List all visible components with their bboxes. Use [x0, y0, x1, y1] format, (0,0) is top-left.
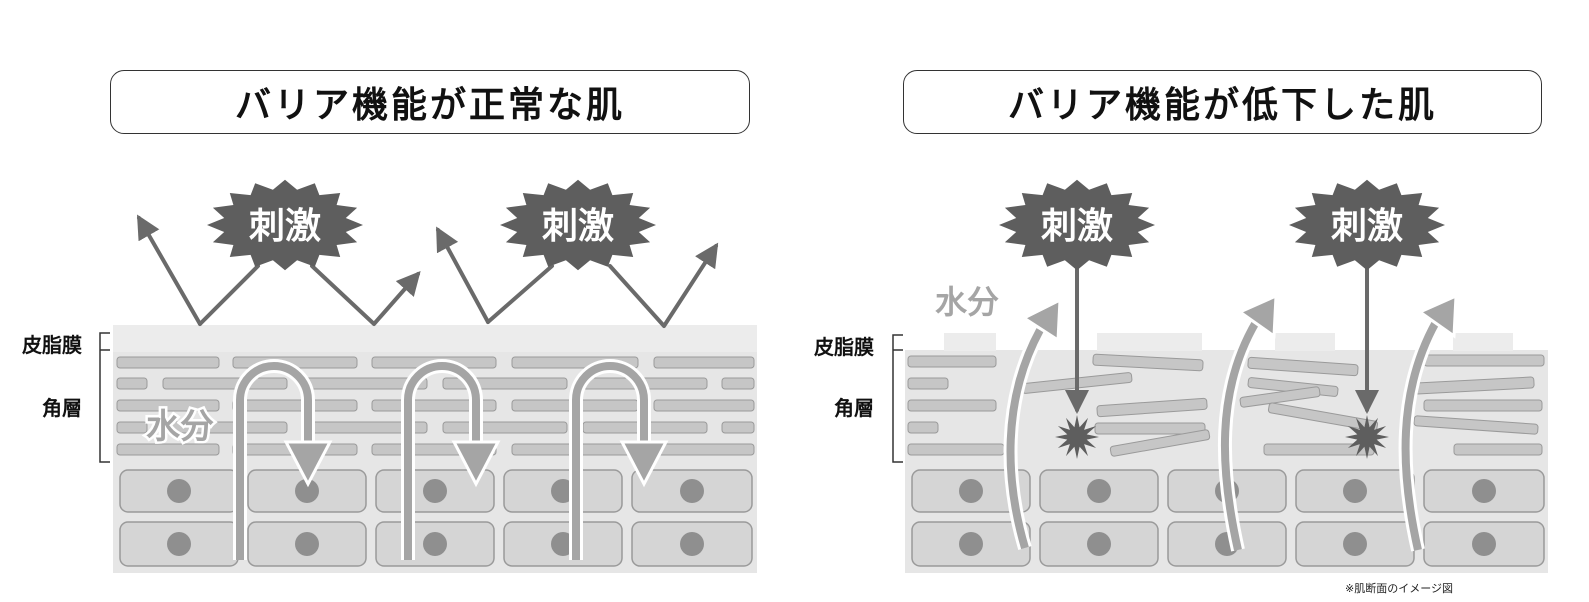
corneum-label-right: 角層: [834, 392, 874, 421]
sebum-label-right: 皮脂膜: [814, 331, 874, 360]
moisture-label: 水分: [146, 407, 214, 447]
layer-bracket: [893, 335, 903, 462]
stimulus-label: 刺激: [1331, 206, 1403, 247]
sebum-label-left: 皮脂膜: [22, 329, 82, 358]
stimulus-burst-icon: 刺激: [207, 180, 363, 270]
stimulus-label: 刺激: [249, 206, 321, 247]
stimulus-burst-icon: 刺激: [500, 180, 656, 270]
stimulus-burst-icon: 刺激: [999, 180, 1155, 270]
stimulus-burst-icon: 刺激: [1289, 180, 1445, 270]
left-skin: 刺激 刺激 水分: [100, 180, 757, 573]
layer-bracket: [100, 333, 110, 462]
stimulus-label: 刺激: [542, 206, 614, 247]
sebum-film: [113, 325, 757, 352]
right-skin: 刺激 刺激 水分: [893, 180, 1548, 573]
footnote: ※肌断面のイメージ図: [1345, 580, 1453, 596]
corneum-label-left: 角層: [42, 392, 82, 421]
stimulus-label: 刺激: [1041, 206, 1113, 247]
moisture-label: 水分: [935, 283, 999, 321]
